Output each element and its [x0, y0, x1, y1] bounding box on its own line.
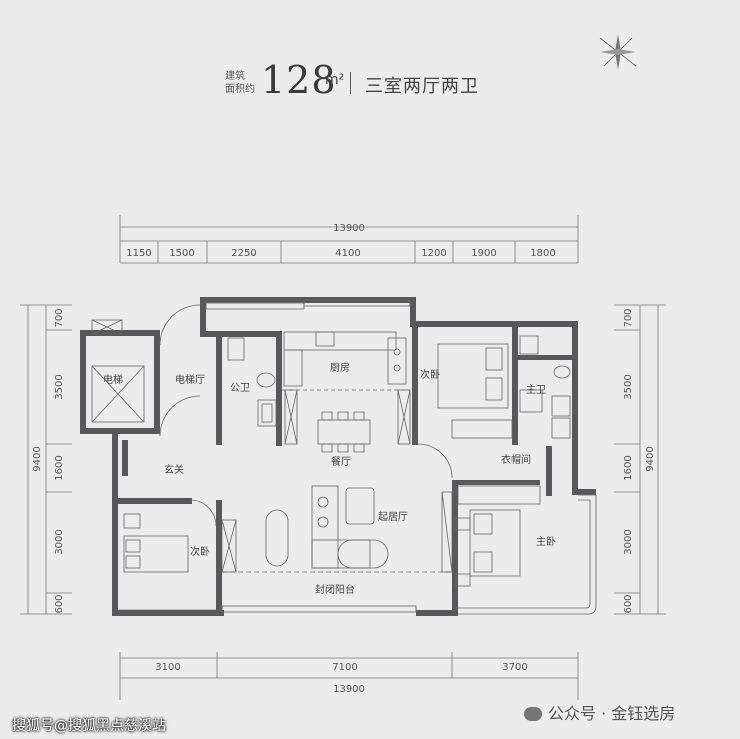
title-divider: [350, 72, 351, 94]
room-closet: 衣帽间: [501, 453, 531, 466]
top-dimensions: [119, 215, 579, 264]
fixtures: [91, 299, 597, 615]
area-label-line2: 面积约: [225, 84, 255, 95]
top-total-dim: 13900: [333, 223, 365, 234]
room-public-bath: 公卫: [230, 383, 250, 394]
top-dim-3: 2250: [231, 248, 256, 259]
bottom-total-dim: 13900: [333, 684, 365, 695]
room-dining: 餐厅: [331, 455, 351, 468]
right-dim-4: 3000: [623, 529, 634, 554]
top-dim-7: 1800: [530, 248, 555, 259]
header: 建筑 面积约 128 m² 三室两厅两卫: [225, 58, 545, 108]
walls: [80, 297, 596, 616]
right-total-dim: 9400: [645, 446, 656, 471]
top-dim-1: 1150: [126, 248, 151, 259]
layout-title: 三室两厅两卫: [365, 76, 479, 97]
left-dim-2: 3500: [54, 374, 65, 399]
room-living: 起居厅: [378, 511, 408, 523]
left-dim-3: 1600: [54, 455, 65, 480]
top-dim-2: 1500: [169, 248, 194, 259]
room-master-bath: 主卫: [526, 384, 546, 396]
area-value: 128: [261, 58, 337, 102]
room-kitchen: 厨房: [330, 361, 350, 374]
bottom-dim-2: 7100: [332, 662, 357, 673]
right-dim-3: 1600: [623, 455, 634, 480]
left-dimensions: [20, 304, 72, 615]
left-dim-4: 3000: [54, 529, 65, 554]
watermark-left: 搜狐号@搜狐黑点慈溪站: [12, 718, 166, 734]
top-dim-5: 1200: [421, 248, 446, 259]
left-total-dim: 9400: [32, 446, 43, 471]
area-unit: m²: [325, 72, 345, 88]
room-elevator: 电梯: [103, 373, 123, 386]
top-dim-6: 1900: [471, 248, 496, 259]
room-balcony: 封闭阳台: [315, 583, 355, 596]
bottom-dimensions: [119, 652, 579, 700]
area-label-line1: 建筑: [225, 71, 245, 82]
room-second-bedroom-bottom: 次卧: [190, 545, 210, 558]
room-master-bedroom: 主卧: [536, 535, 556, 548]
top-dim-4: 4100: [335, 248, 360, 259]
left-dim-1: 700: [54, 308, 65, 327]
wechat-icon: [524, 707, 542, 721]
watermark-right: 公众号 · 金钰选房: [524, 700, 675, 724]
compass-icon: [599, 34, 637, 70]
room-foyer: 玄关: [164, 463, 184, 476]
right-dim-1: 700: [623, 308, 634, 327]
room-elevator-hall: 电梯厅: [175, 373, 205, 386]
watermark-right-text: 公众号 · 金钰选房: [548, 704, 676, 723]
left-dim-5: 600: [54, 594, 65, 613]
right-dimensions: [614, 304, 666, 615]
right-dim-5: 600: [623, 594, 634, 613]
bottom-dim-3: 3700: [502, 662, 527, 673]
room-second-bedroom-top: 次卧: [420, 368, 440, 381]
bottom-dim-1: 3100: [155, 662, 180, 673]
right-dim-2: 3500: [623, 374, 634, 399]
